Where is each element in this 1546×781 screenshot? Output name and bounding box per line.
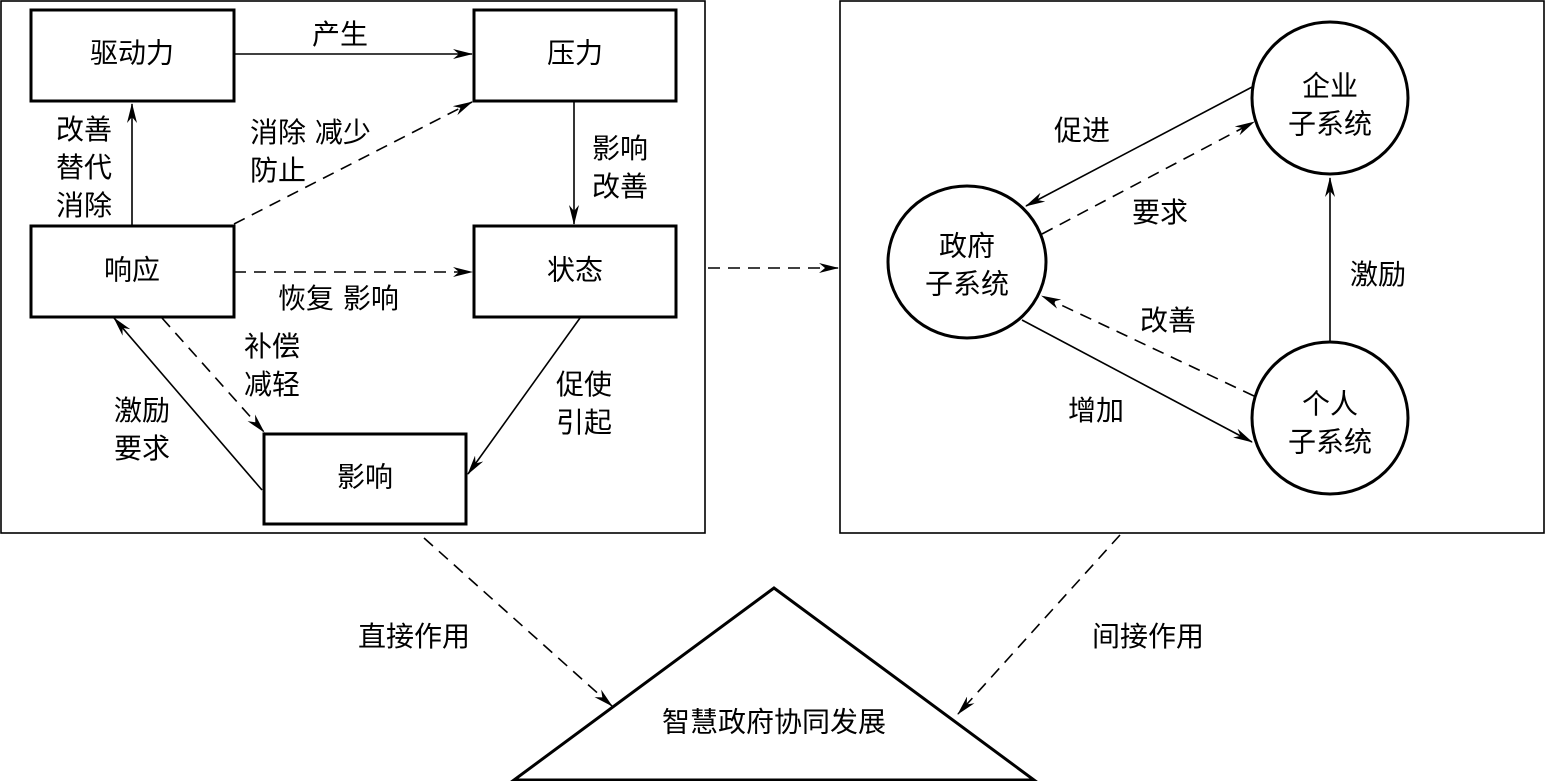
node-state: 状态 [472, 224, 678, 319]
node-enterprise-label-2: 子系统 [1288, 108, 1372, 141]
node-individual-label-2: 子系统 [1288, 426, 1372, 459]
left-panel-frame [0, 0, 706, 534]
goal-label: 智慧政府协同发展 [662, 706, 886, 739]
node-response-label: 响应 [104, 254, 160, 287]
label-indirect-effect: 间接作用 [1092, 620, 1204, 653]
label-improve: 改善 [56, 113, 112, 146]
goal-triangle: 智慧政府协同发展 [510, 586, 1038, 781]
label-improve-right: 改善 [1140, 304, 1196, 337]
edge-government-to-individual [1021, 319, 1253, 443]
edge-impact-to-response [113, 317, 263, 491]
edge-response-to-impact [161, 317, 265, 433]
node-impact-label: 影响 [337, 461, 393, 494]
node-individual: 个人 子系统 [1250, 340, 1410, 496]
edge-state-to-impact [467, 317, 581, 475]
node-enterprise-label-1: 企业 [1302, 70, 1358, 103]
label-urge: 促使 [556, 368, 612, 401]
label-affect: 影响 [592, 132, 648, 165]
label-require-right: 要求 [1132, 196, 1188, 229]
node-pressure-label: 压力 [547, 37, 603, 70]
label-compensate: 补偿 [244, 330, 300, 363]
edge-response-to-pressure [233, 101, 473, 225]
label-promote: 促进 [1054, 114, 1110, 147]
label-mitigate: 减轻 [244, 368, 300, 401]
label-eliminate: 消除 [56, 189, 112, 222]
edge-enterprise-to-government [1025, 85, 1255, 207]
edge-indirect-effect [957, 534, 1121, 715]
label-direct-effect: 直接作用 [358, 620, 470, 653]
label-incentive: 激励 [114, 394, 170, 427]
label-restore-affect: 恢复 影响 [278, 282, 399, 315]
node-driving-force-label: 驱动力 [90, 37, 174, 70]
label-produce: 产生 [312, 18, 368, 51]
node-government-label-2: 子系统 [925, 268, 1009, 301]
node-pressure: 压力 [472, 8, 678, 103]
label-incentive-right: 激励 [1350, 258, 1406, 291]
node-response: 响应 [29, 224, 236, 319]
node-enterprise: 企业 子系统 [1250, 20, 1410, 176]
edge-direct-effect [423, 537, 613, 707]
label-improve-2: 改善 [592, 170, 648, 203]
label-eliminate-reduce: 消除 减少 [250, 116, 371, 149]
label-increase: 增加 [1068, 394, 1124, 427]
right-panel-frame [839, 0, 1545, 534]
node-government: 政府 子系统 [886, 184, 1048, 340]
node-government-label-1: 政府 [939, 230, 995, 263]
node-driving-force: 驱动力 [29, 8, 236, 103]
node-state-label: 状态 [547, 254, 603, 287]
node-individual-label-1: 个人 [1302, 388, 1358, 421]
label-replace: 替代 [56, 151, 112, 184]
label-cause: 引起 [556, 406, 612, 439]
label-prevent: 防止 [250, 154, 306, 187]
node-impact: 影响 [262, 432, 468, 526]
label-require: 要求 [114, 432, 170, 465]
